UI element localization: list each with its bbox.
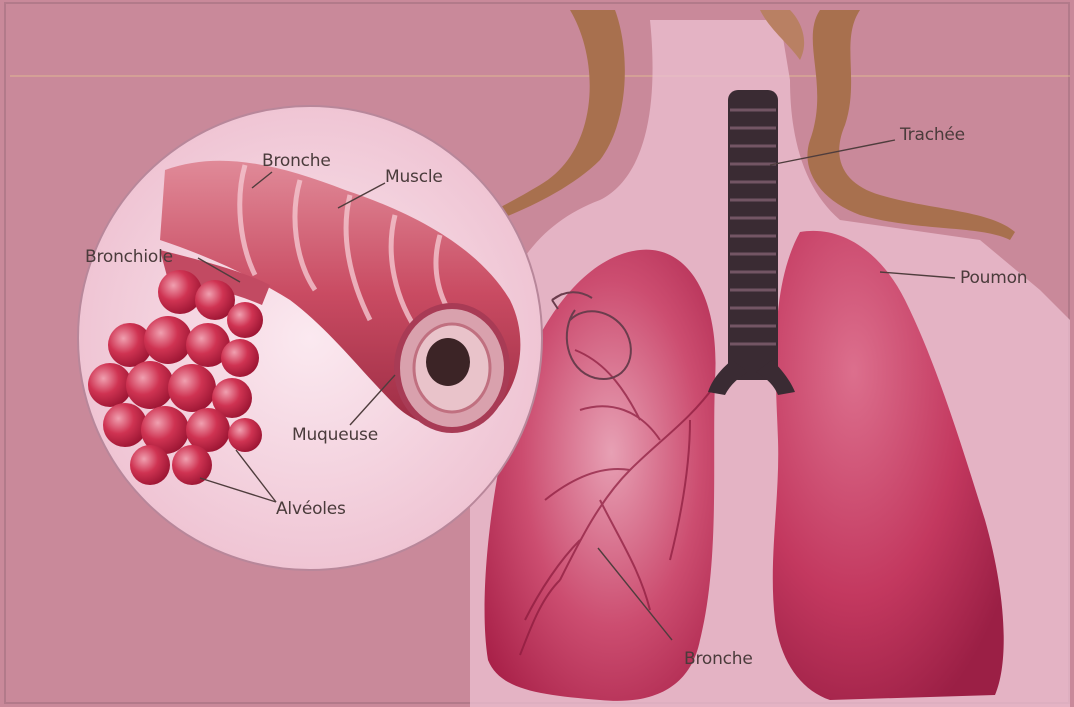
label-lung: Poumon <box>960 268 1027 288</box>
label-muscle: Muscle <box>385 167 443 187</box>
label-mucosa: Muqueuse <box>292 425 378 445</box>
label-bronchiole: Bronchiole <box>85 247 173 267</box>
label-bronchus-main: Bronche <box>684 649 753 669</box>
label-alveoli: Alvéoles <box>276 499 346 519</box>
label-trachea: Trachée <box>899 125 965 145</box>
label-bronchus-inset: Bronche <box>262 151 331 171</box>
